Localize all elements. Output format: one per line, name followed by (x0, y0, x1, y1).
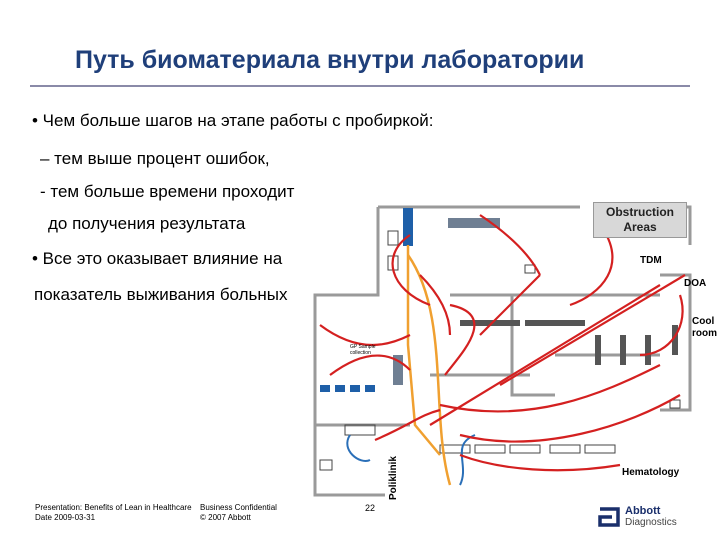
areas-label: Areas (623, 220, 657, 234)
doa-label: DOA (684, 278, 707, 289)
obstruction-areas-box: Obstruction Areas (593, 202, 687, 238)
footer-left: Presentation: Benefits of Lean in Health… (35, 503, 192, 523)
logo-sub: Diagnostics (625, 517, 677, 528)
cool-room-label-1: Cool (692, 316, 715, 327)
footer-date: Date 2009-03-31 (35, 513, 96, 522)
obstruction-label: Obstruction (606, 205, 674, 219)
page-number: 22 (365, 503, 376, 513)
sub-bullet-2: - тем больше времени проходит (40, 182, 295, 201)
abbott-logo-icon (598, 507, 620, 527)
abbott-logo: Abbott Diagnostics (598, 505, 688, 529)
title-divider (30, 85, 690, 87)
gp-sample-label: GP Sample (350, 344, 376, 350)
footer-confidential: Business Confidential (200, 503, 277, 512)
lab-floor-plan: GP Sample collection Poliklinik (313, 205, 692, 500)
collection-label: collection (350, 350, 371, 356)
footer-presentation: Presentation: Benefits of Lean in Health… (35, 503, 192, 512)
hematology-label: Hematology (622, 467, 680, 478)
footer-center: Business Confidential © 2007 Abbott (200, 503, 277, 523)
slide-title: Путь биоматериала внутри лаборатории (75, 46, 585, 74)
sub-bullet-1: – тем выше процент ошибок, (40, 149, 270, 168)
bullet-1: • Чем больше шагов на этапе работы с про… (32, 111, 434, 130)
cool-room-label-2: room (692, 328, 717, 339)
footer-copyright: © 2007 Abbott (200, 513, 251, 522)
sub-bullet-2-cont: до получения результата (48, 214, 246, 233)
poliklinik-label: Poliklinik (388, 456, 399, 500)
logo-brand: Abbott (625, 505, 661, 517)
bullet-2: • Все это оказывает влияние на (32, 249, 283, 268)
bullet-2-cont: показатель выживания больных (34, 285, 288, 304)
tdm-label: TDM (640, 255, 662, 266)
